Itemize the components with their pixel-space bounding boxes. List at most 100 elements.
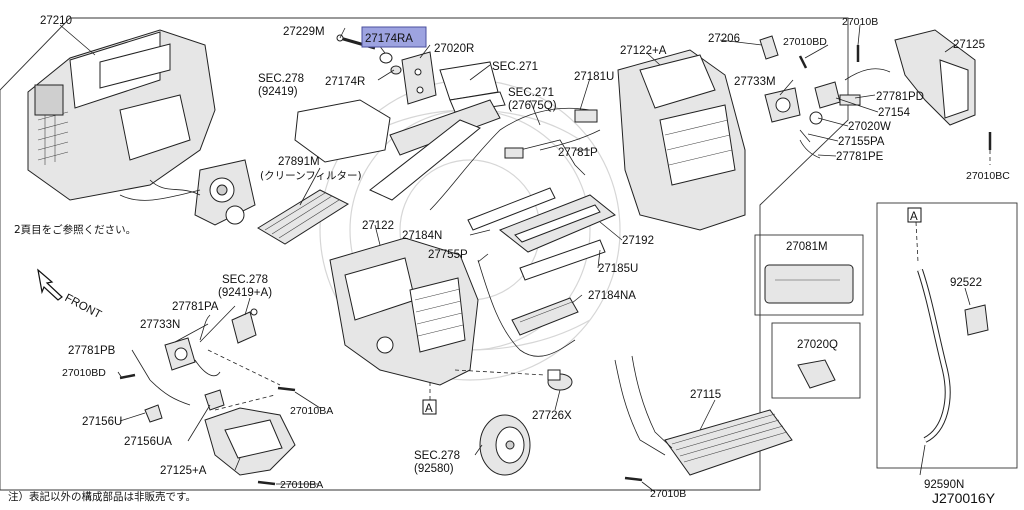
part-27181u-cable[interactable] — [429, 107, 601, 211]
label-27174ra[interactable]: 27174RA — [365, 33, 413, 45]
label-27154[interactable]: 27154 — [878, 107, 911, 119]
note-see-page-2: 2頁目をご参照ください。 — [14, 223, 136, 236]
label-27755p[interactable]: 27755P — [428, 249, 468, 261]
part-sec278-blower-wheel[interactable] — [479, 414, 531, 476]
part-27020r-bracket[interactable] — [401, 51, 437, 105]
label-27010bd-top[interactable]: 27010BD — [783, 36, 827, 48]
part-sec278-panel[interactable] — [294, 99, 391, 163]
label-sec278-a-sub: (92419) — [258, 86, 298, 98]
part-27726x-sensor[interactable] — [547, 369, 573, 391]
label-sec278-b[interactable]: SEC.278 — [222, 274, 268, 286]
part-27781pe-harness[interactable] — [799, 139, 821, 159]
part-27010bd-screw-top[interactable] — [798, 55, 808, 69]
label-27010bc[interactable]: 27010BC — [966, 170, 1010, 182]
part-27733n-actuator[interactable] — [164, 337, 196, 371]
label-27155pa[interactable]: 27155PA — [838, 136, 885, 148]
label-27781p[interactable]: 27781P — [558, 147, 598, 159]
part-27010ba-screw-mid[interactable] — [277, 386, 296, 392]
label-27781pa[interactable]: 27781PA — [172, 301, 219, 313]
part-27010ba-screw-bot[interactable] — [257, 480, 276, 486]
part-27156ua-link[interactable] — [204, 389, 225, 411]
label-27122a[interactable]: 27122+A — [620, 45, 667, 57]
part-27781pb-harness[interactable] — [149, 379, 191, 406]
label-27181u[interactable]: 27181U — [574, 71, 614, 83]
label-27010b-top[interactable]: 27010B — [842, 16, 878, 28]
label-27733m[interactable]: 27733M — [734, 76, 776, 88]
part-27781p-cable[interactable] — [504, 139, 586, 176]
label-27156ua[interactable]: 27156UA — [124, 436, 172, 448]
part-sec278-bracket[interactable] — [231, 308, 258, 344]
part-27010b-screw-bot[interactable] — [624, 476, 643, 482]
label-sec278-a[interactable]: SEC.278 — [258, 73, 304, 85]
label-92522[interactable]: 92522 — [950, 277, 982, 289]
label-27125a[interactable]: 27125+A — [160, 465, 207, 477]
part-27156u-link[interactable] — [144, 404, 163, 423]
part-27184n-seal[interactable] — [467, 187, 556, 231]
label-27081m[interactable]: 27081M — [786, 241, 828, 253]
label-27726x[interactable]: 27726X — [532, 410, 572, 422]
label-27781pe[interactable]: 27781PE — [836, 151, 884, 163]
label-27020w[interactable]: 27020W — [848, 121, 891, 133]
label-27115[interactable]: 27115 — [690, 389, 721, 401]
part-blower-motor[interactable] — [119, 159, 256, 226]
label-27122[interactable]: 27122 — [362, 220, 394, 232]
ref-marker-a-main-label: A — [425, 403, 433, 415]
part-filter-case[interactable] — [369, 99, 501, 201]
label-27781pd[interactable]: 27781PD — [876, 91, 924, 103]
label-sec271-a[interactable]: SEC.271 — [492, 61, 538, 73]
label-27174r[interactable]: 27174R — [325, 76, 365, 88]
part-27125-duct[interactable] — [894, 29, 976, 126]
label-27184n[interactable]: 27184N — [402, 230, 442, 242]
label-27010ba-mid[interactable]: 27010BA — [290, 405, 333, 417]
label-92590n[interactable]: 92590N — [924, 479, 964, 491]
label-27192[interactable]: 27192 — [622, 235, 654, 247]
part-27154-actuator[interactable] — [814, 81, 841, 109]
part-92590n-hose[interactable] — [917, 269, 951, 443]
label-27185u[interactable]: 27185U — [598, 263, 638, 275]
label-27891m[interactable]: 27891M — [278, 156, 320, 168]
part-27122-unit[interactable] — [329, 237, 479, 386]
ref-marker-a-detail-label: A — [910, 211, 918, 223]
part-27020w-bracket[interactable] — [809, 111, 823, 125]
part-27174r-clip[interactable] — [379, 52, 402, 75]
part-27020q-bracket[interactable] — [797, 359, 836, 389]
part-27206-clip[interactable] — [759, 35, 779, 60]
part-27125a-duct[interactable] — [204, 407, 296, 476]
label-27156u[interactable]: 27156U — [82, 416, 122, 428]
label-27781pb[interactable]: 27781PB — [68, 345, 116, 357]
part-27733m-actuator[interactable] — [764, 87, 801, 123]
label-27210[interactable]: 27210 — [40, 15, 72, 27]
part-27185u-door[interactable] — [519, 239, 606, 281]
label-27184na[interactable]: 27184NA — [588, 290, 636, 302]
label-27229m[interactable]: 27229M — [283, 26, 325, 38]
part-27184na-seal[interactable] — [511, 297, 579, 336]
part-27781pd-harness[interactable] — [839, 68, 891, 106]
label-27010ba-bot[interactable]: 27010BA — [280, 479, 323, 491]
part-27081m-insulator[interactable] — [764, 264, 854, 304]
label-sec271-b[interactable]: SEC.271 — [508, 87, 554, 99]
label-27733n[interactable]: 27733N — [140, 319, 180, 331]
label-27020r[interactable]: 27020R — [434, 43, 474, 55]
label-27010b-bot[interactable]: 27010B — [650, 488, 686, 500]
label-sec278-c[interactable]: SEC.278 — [414, 450, 460, 462]
leader-lines — [59, 24, 991, 493]
part-27192-door[interactable] — [499, 194, 616, 253]
part-27210-housing[interactable] — [27, 29, 216, 201]
part-27122a-housing[interactable] — [617, 49, 746, 231]
assembly-frame — [0, 17, 849, 491]
label-27020q[interactable]: 27020Q — [797, 339, 838, 351]
front-label: FRONT — [63, 292, 104, 321]
part-27155pa-link[interactable] — [799, 129, 811, 143]
part-27755p-cable[interactable] — [477, 259, 576, 357]
part-27891m-filter[interactable] — [257, 189, 350, 245]
label-27125[interactable]: 27125 — [953, 39, 985, 51]
part-sec271-duct[interactable] — [439, 61, 506, 113]
label-27206[interactable]: 27206 — [708, 33, 740, 45]
part-27010bd-screw-left[interactable] — [119, 373, 136, 380]
part-92522-clamp[interactable] — [964, 304, 989, 336]
detail-box-27081m — [754, 234, 864, 316]
part-27781pa-harness[interactable] — [194, 314, 221, 377]
part-27115-heater-core[interactable] — [614, 355, 793, 476]
label-27010bd-left[interactable]: 27010BD — [62, 367, 106, 379]
